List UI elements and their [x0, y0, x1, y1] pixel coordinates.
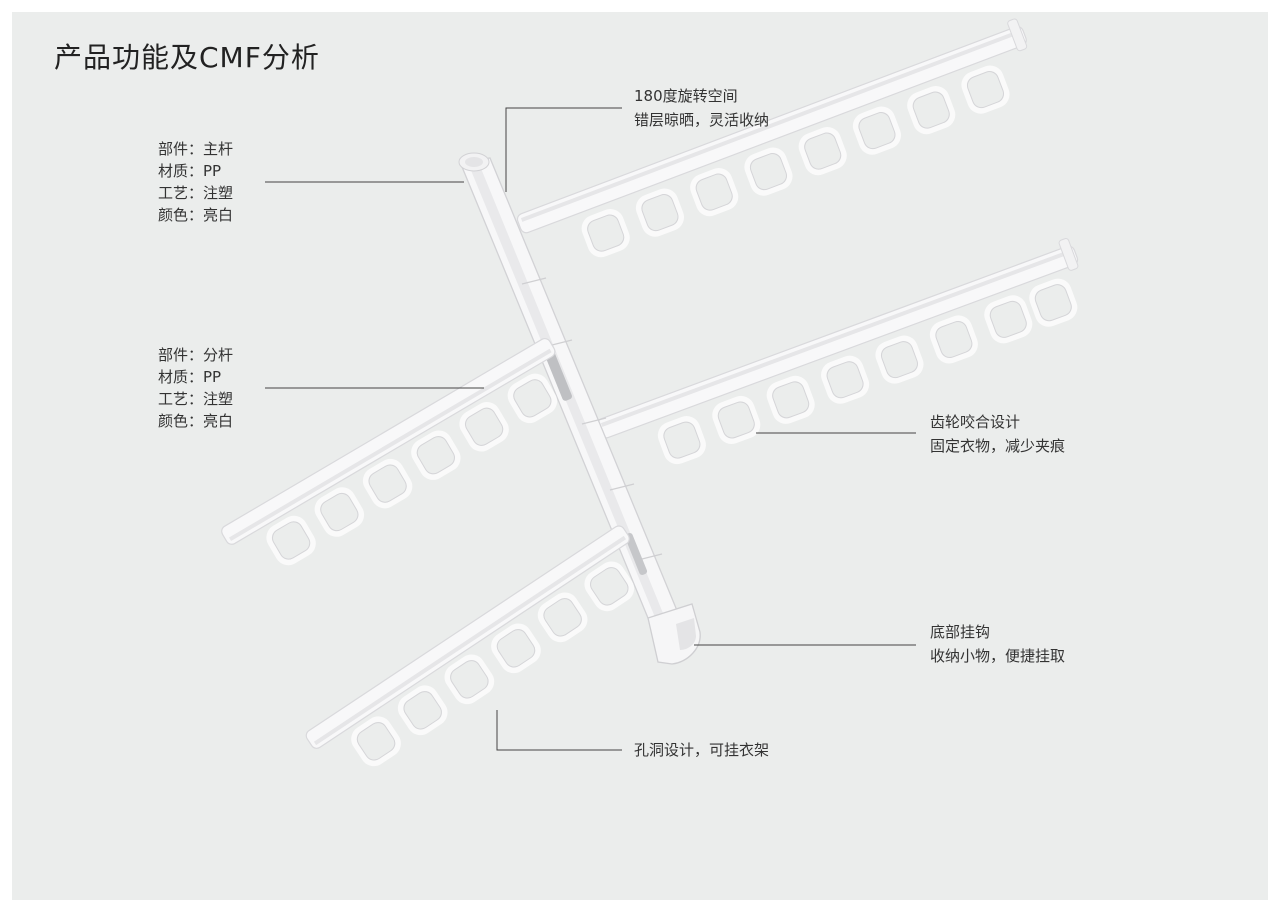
spec-color: 颜色：亮白	[158, 206, 234, 224]
callout-rotation: 180度旋转空间 错层晾晒，灵活收纳	[634, 84, 769, 132]
spec-branch-arm: 部件：分杆 材质：PP 工艺：注塑 颜色：亮白	[158, 344, 233, 432]
spec-process: 工艺：注塑	[158, 390, 234, 408]
left-upper-arm	[221, 337, 580, 585]
callout-holes: 孔洞设计，可挂衣架	[634, 738, 769, 762]
drying-rack-illustration	[221, 18, 1268, 900]
slide-canvas: 产品功能及CMF分析 部件：主杆 材质：PP 工艺：注塑 颜色：亮白 部件：分杆…	[12, 12, 1268, 900]
spec-part: 部件：分杆	[158, 346, 234, 364]
bottom-hook	[647, 603, 701, 665]
spec-part: 部件：主杆	[158, 140, 234, 158]
callout-hook-title: 底部挂钩	[930, 623, 991, 641]
spec-color: 颜色：亮白	[158, 412, 234, 430]
spec-material: 材质：PP	[158, 162, 222, 180]
callout-hook-desc: 收纳小物，便捷挂取	[930, 647, 1066, 665]
callout-rotation-title: 180度旋转空间	[634, 87, 738, 105]
spec-process: 工艺：注塑	[158, 184, 234, 202]
callout-hook: 底部挂钩 收纳小物，便捷挂取	[930, 620, 1065, 668]
callout-gear-desc: 固定衣物，减少夹痕	[930, 437, 1066, 455]
callout-holes-title: 孔洞设计，可挂衣架	[634, 741, 770, 759]
callout-rotation-desc: 错层晾晒，灵活收纳	[634, 111, 770, 129]
middle-right-arm	[596, 238, 1095, 484]
spec-material: 材质：PP	[158, 368, 222, 386]
left-lower-arm	[305, 525, 656, 788]
callout-gear: 齿轮咬合设计 固定衣物，减少夹痕	[930, 410, 1065, 458]
callout-gear-title: 齿轮咬合设计	[930, 413, 1021, 431]
spec-main-pole: 部件：主杆 材质：PP 工艺：注塑 颜色：亮白	[158, 138, 233, 226]
page-title: 产品功能及CMF分析	[54, 41, 320, 74]
upper-right-arm	[516, 18, 1028, 278]
